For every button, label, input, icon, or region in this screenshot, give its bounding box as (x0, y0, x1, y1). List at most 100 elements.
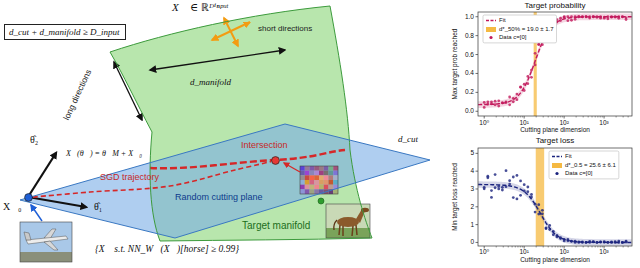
legend-text: Data c=[0] (499, 34, 527, 41)
label-anchor: Cutting plane dimension (520, 126, 590, 133)
basis-arrow (28, 197, 86, 207)
label-anchor: 0.8 (465, 32, 474, 39)
node-text: Intersection (241, 140, 288, 150)
node-text: Target manifold (242, 220, 310, 232)
label-anchor: 10³ (599, 248, 608, 255)
tick-label: 0.8 (465, 32, 474, 39)
direction-label: long directions (62, 68, 94, 122)
long-direction-arrow (114, 62, 142, 120)
legend-box (483, 15, 557, 43)
legend-dot-sample (555, 172, 558, 175)
tick-label: 10³ (599, 119, 608, 126)
label-anchor: 10¹ (519, 119, 528, 126)
dimension-label: d_cut (398, 134, 418, 144)
legend-entry: Fit (486, 17, 506, 24)
start-point-marker (24, 193, 33, 202)
label-anchor: 2 (470, 203, 474, 210)
tick-label: 1 (470, 221, 474, 228)
tick-label: 10⁰ (479, 248, 489, 255)
label-anchor: 5 (470, 150, 474, 157)
probability-chart (476, 12, 633, 119)
plane-surface (20, 124, 430, 238)
intersection-curve (150, 150, 345, 168)
label-anchor: 4 (470, 167, 474, 174)
target-manifold-outline (106, 4, 374, 244)
pointer-arrow (31, 205, 42, 221)
tick-label: 4 (470, 167, 474, 174)
legend-entry: d*_0.5 = 25.6 ± 6.1 (552, 162, 616, 169)
airplane-image (20, 222, 72, 262)
label-anchor: d_manifold (190, 77, 231, 87)
label-anchor: SGD trajectory (100, 172, 159, 182)
trajectory-connector (33, 162, 271, 198)
intersection-point: Intersection (271, 156, 280, 165)
node-text: Random cutting plane (175, 192, 263, 202)
legend-text: Data c=[0] (565, 170, 593, 177)
legend-line-sample (552, 156, 562, 157)
legend-box (549, 151, 619, 179)
label-anchor: 10⁰ (479, 248, 489, 255)
node-text: X⃗₀ (3, 201, 22, 213)
direction-label: short directions (258, 24, 312, 33)
tick-label: 0.2 (465, 89, 474, 96)
label-anchor: 10³ (599, 119, 608, 126)
tick-label: 1.0 (465, 13, 474, 20)
label-anchor: 1.0 (465, 13, 474, 20)
label-anchor: 0 (470, 239, 474, 246)
tick-label: 10⁰ (479, 119, 489, 126)
manifold-point (318, 198, 324, 204)
label-anchor: 0.4 (465, 70, 474, 77)
parametrization-formula: X⃗(θ⃗) = θ⃗M + X⃗₀ (66, 149, 142, 158)
legend-entry: Data c=[0] (552, 170, 593, 177)
label-anchor: 1 (470, 221, 474, 228)
long-direction-arrow (150, 50, 285, 70)
axis-title: Min target loss reached (451, 163, 458, 231)
tick-label: 3 (470, 185, 474, 192)
basis-label: θ̂₂ (30, 134, 38, 146)
start-point: X⃗₀ (24, 193, 33, 202)
tick-label: 2 (470, 203, 474, 210)
label-anchor: 10² (559, 248, 568, 255)
label-anchor: X⃗ ∈ ℝᴰⁱⁿᵖᵘᵗ (172, 1, 228, 14)
legend-text: Fit (565, 153, 572, 160)
formula-box: d_cut + d_manifold ≥ D_input (4, 24, 126, 40)
manifold-formula: {X⃗ s.t. NN_W⃗(X⃗)[horse] ≥ 0.99} (95, 244, 239, 255)
legend-sample-gap (486, 18, 496, 23)
tick-label: 10³ (599, 248, 608, 255)
label-anchor: 10² (559, 119, 568, 126)
tick-label: 10¹ (519, 248, 528, 255)
axis-title: Max target prob reached (451, 29, 458, 100)
pointer-arrow (284, 163, 300, 172)
tick-label: 0.6 (465, 51, 474, 58)
label-anchor: short directions (258, 24, 312, 33)
label-anchor: 3 (470, 185, 474, 192)
dimension-label: d_manifold (190, 77, 231, 87)
legend-sample-gap (552, 154, 562, 159)
axis-title: Cutting plane dimension (520, 126, 590, 133)
tick-label: 5 (470, 150, 474, 157)
legend-text: d*_50% = 19.0 ± 1.7 (499, 26, 554, 33)
label-anchor: θ̂₁ (94, 201, 102, 213)
tick-label: 10² (559, 119, 568, 126)
legend-sample-gap (552, 171, 562, 176)
tick-label: 0.0 (465, 108, 474, 115)
label-anchor: X⃗(θ⃗) = θ⃗M + X⃗₀ (66, 149, 142, 158)
cutting-plane-outline (18, 122, 432, 240)
cutting-plane: Random cutting plane (18, 122, 432, 240)
chart-layer (476, 12, 633, 249)
space-formula: X⃗ ∈ ℝᴰⁱⁿᵖᵘᵗ (172, 1, 228, 14)
node-text: d_cut + d_manifold ≥ D_input (9, 27, 121, 37)
legend-entry: d*_50% = 19.0 ± 1.7 (486, 26, 554, 33)
tick-label: 10² (559, 248, 568, 255)
horse-image (326, 204, 370, 238)
label-anchor: 0.2 (465, 89, 474, 96)
label-anchor: long directions (62, 68, 94, 122)
legend-swatch (552, 163, 562, 168)
label-anchor: Cutting plane dimension (520, 256, 590, 263)
label-anchor: θ̂₂ (30, 134, 38, 146)
legend-entry: Data c=[0] (486, 34, 527, 41)
intersection-point-marker (271, 156, 280, 165)
label-anchor: 0.0 (465, 108, 474, 115)
label-anchor: d_cut (398, 134, 418, 144)
